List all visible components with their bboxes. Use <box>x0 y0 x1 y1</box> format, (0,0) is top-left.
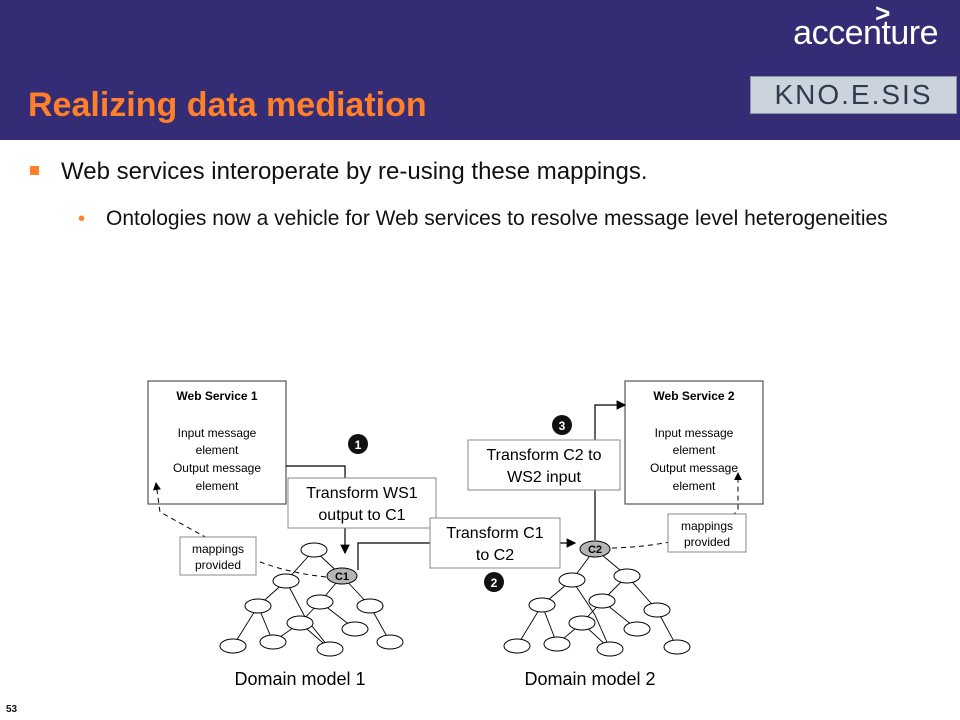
bullet-1-text: Web services interoperate by re-using th… <box>61 158 648 185</box>
domain-model-1-label: Domain model 1 <box>234 669 365 689</box>
page-number: 53 <box>6 704 18 715</box>
tree-node <box>244 598 272 614</box>
knoesis-logo: KNO.E.SIS <box>750 76 957 114</box>
slide-title: Realizing data mediation <box>28 86 427 124</box>
ws2-line: element <box>673 443 716 457</box>
domain-model-2-tree: C2 Domain model 2 <box>503 540 691 689</box>
step-3-badge: 3 <box>552 415 572 435</box>
svg-text:WS2 input: WS2 input <box>507 469 581 486</box>
tree-node <box>588 593 616 609</box>
ws1-title: Web Service 1 <box>176 389 257 403</box>
svg-text:Transform WS1: Transform WS1 <box>306 485 418 502</box>
tree-node <box>558 572 586 588</box>
transform-c1-label: Transform C1 to C2 <box>429 517 561 569</box>
transform-c2-label: Transform C2 to WS2 input <box>467 439 621 491</box>
web-service-1-box: Web Service 1 Input message element Outp… <box>147 380 287 505</box>
tree-node <box>286 615 314 631</box>
tree-node <box>528 597 556 613</box>
mappings-provided-right: mappings provided <box>667 513 747 553</box>
domain-model-1-tree: C1 Domain model 1 <box>219 542 404 689</box>
tree-node <box>272 573 300 589</box>
mappings-provided-left: mappings provided <box>179 536 257 576</box>
svg-text:provided: provided <box>684 535 730 549</box>
svg-text:C2: C2 <box>588 544 602 556</box>
ws2-line: Output message <box>650 461 738 475</box>
step-2-badge: 2 <box>484 572 504 592</box>
ws2-title: Web Service 2 <box>653 389 734 403</box>
web-service-2-box: Web Service 2 Input message element Outp… <box>624 380 764 505</box>
tree-node <box>543 636 571 652</box>
ws1-line: element <box>196 443 239 457</box>
accenture-wordmark: accenture <box>793 14 938 52</box>
ws1-line: Input message <box>178 426 257 440</box>
domain-model-2-label: Domain model 2 <box>524 669 655 689</box>
svg-text:Transform C2 to: Transform C2 to <box>487 447 602 464</box>
tree-node <box>643 602 671 618</box>
ws2-line: element <box>673 479 716 493</box>
tree-node <box>316 641 344 657</box>
mediation-diagram: Web Service 1 Input message element Outp… <box>147 380 764 689</box>
svg-text:3: 3 <box>559 419 566 433</box>
square-bullet-icon <box>30 166 39 175</box>
svg-text:provided: provided <box>195 558 241 572</box>
tree-node <box>300 542 328 558</box>
svg-text:C1: C1 <box>335 571 349 583</box>
bullet-level-1: Web services interoperate by re-using th… <box>30 158 648 186</box>
tree-node <box>663 639 691 655</box>
ws1-line: Output message <box>173 461 261 475</box>
svg-text:2: 2 <box>491 576 498 590</box>
ws1-line: element <box>196 479 239 493</box>
dot-bullet-icon: • <box>78 208 86 230</box>
tree-node <box>613 568 641 584</box>
node-c1: C1 <box>326 567 358 585</box>
tree-node <box>219 638 247 654</box>
svg-text:Transform C1: Transform C1 <box>446 525 543 542</box>
svg-text:1: 1 <box>355 438 362 452</box>
bullet-2-text: Ontologies now a vehicle for Web service… <box>106 207 888 230</box>
tree-node <box>376 634 404 650</box>
tree-node <box>568 615 596 631</box>
transform-ws1-label: Transform WS1 output to C1 <box>287 477 437 529</box>
tree-node <box>306 594 334 610</box>
tree-node <box>356 598 384 614</box>
bullet-level-2: • Ontologies now a vehicle for Web servic… <box>78 204 898 234</box>
accenture-mark: > <box>875 0 890 28</box>
accenture-logo: > accenture <box>793 0 938 53</box>
svg-text:mappings: mappings <box>192 542 244 556</box>
tree-node <box>623 621 651 637</box>
header-bar <box>0 0 960 140</box>
svg-text:mappings: mappings <box>681 519 733 533</box>
svg-text:to C2: to C2 <box>476 547 514 564</box>
tree-node <box>596 641 624 657</box>
tree-node <box>503 638 531 654</box>
ws2-line: Input message <box>655 426 734 440</box>
tree-node <box>259 634 287 650</box>
step-1-badge: 1 <box>348 434 368 454</box>
svg-text:output to C1: output to C1 <box>318 507 405 524</box>
tree-node <box>341 621 369 637</box>
node-c2: C2 <box>579 540 611 558</box>
